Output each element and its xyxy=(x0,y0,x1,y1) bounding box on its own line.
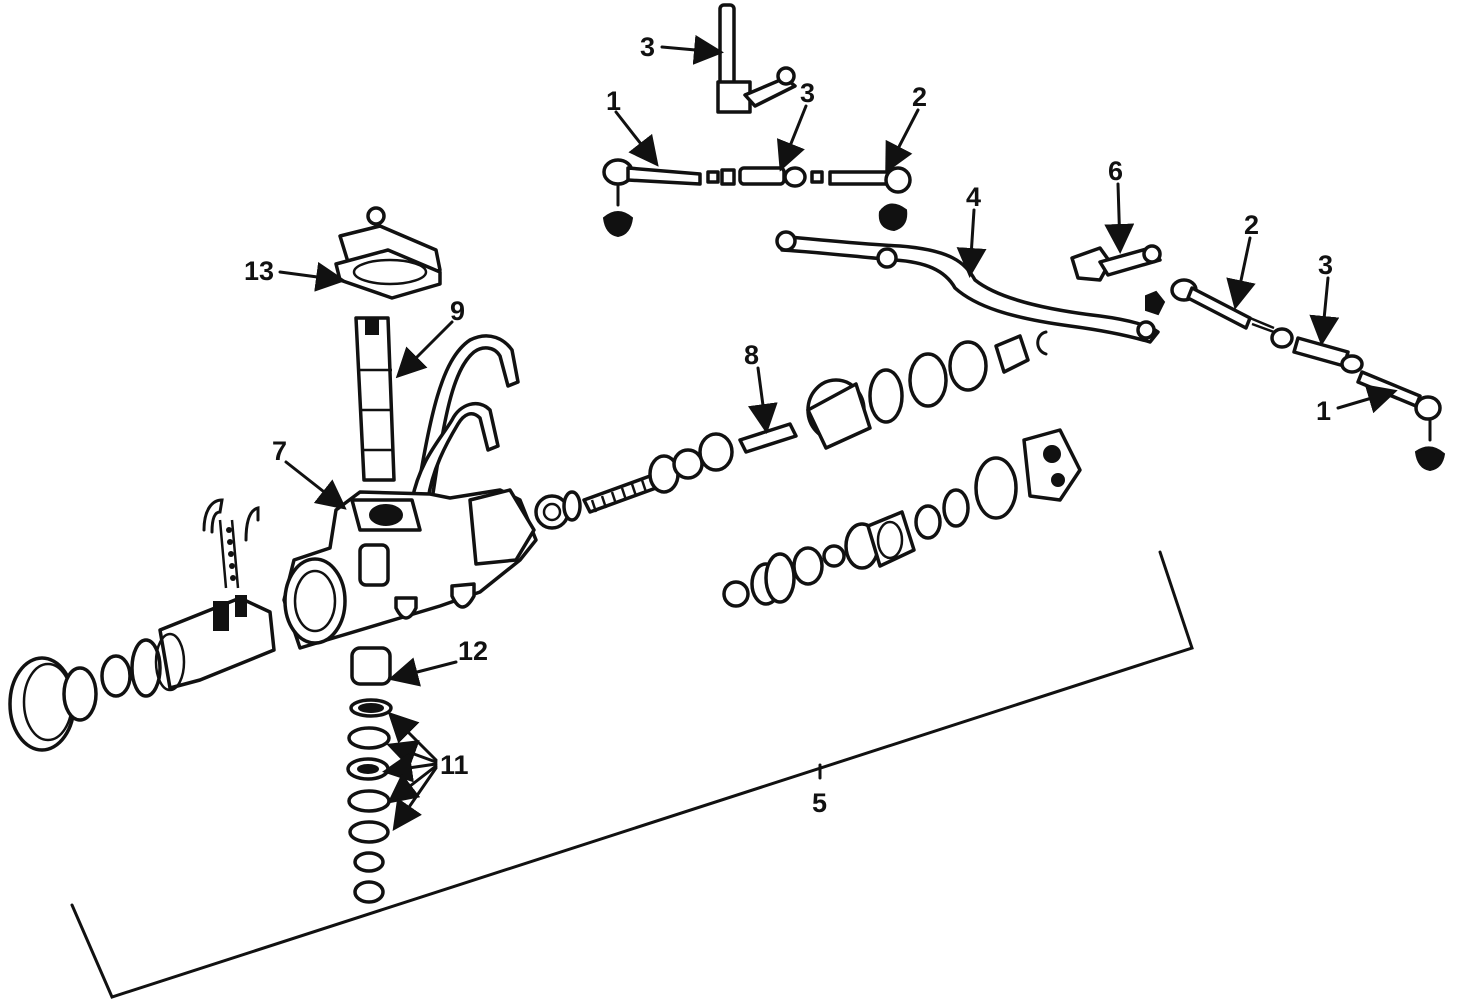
ball-return-guides xyxy=(202,498,260,589)
callout-5: 3 xyxy=(640,32,655,62)
idler-arm xyxy=(1070,244,1166,316)
callout-10: 9 xyxy=(450,296,465,326)
callout-12: 12 xyxy=(458,636,488,666)
right-tie-rod-assembly xyxy=(1170,278,1446,472)
callout-4: 4 xyxy=(966,182,981,212)
callout-2-right: 2 xyxy=(1244,210,1259,240)
assembly-bracket xyxy=(70,550,1194,999)
callout-13: 13 xyxy=(244,256,274,286)
side-cover-and-gasket xyxy=(334,206,442,300)
callout-8: 7 xyxy=(272,436,287,466)
sector-shaft-seals xyxy=(346,646,393,904)
pitman-arm xyxy=(716,3,797,114)
callout-labels: 3 1 3 2 4 6 2 3 1 13 9 7 8 12 11 5 xyxy=(244,32,1333,818)
worm-shaft-and-valve xyxy=(534,330,1048,530)
callout-1-right: 1 xyxy=(1316,396,1331,426)
center-link xyxy=(775,230,1160,344)
callout-3-right: 3 xyxy=(1318,250,1333,280)
callout-11: 11 xyxy=(440,750,469,780)
sector-shaft xyxy=(354,316,396,482)
pressure-and-return-hoses xyxy=(410,334,520,502)
callout-3-left: 3 xyxy=(800,78,815,108)
callout-2-left: 2 xyxy=(912,82,927,112)
valve-seals-and-adjuster xyxy=(722,428,1082,608)
callout-7: 5 xyxy=(812,788,827,818)
piston-and-end-cap xyxy=(8,595,276,752)
steering-gear-housing xyxy=(282,488,538,650)
callout-9: 8 xyxy=(744,340,759,370)
callout-1-left: 1 xyxy=(606,86,621,116)
callout-6: 6 xyxy=(1108,156,1123,186)
left-tie-rod-assembly xyxy=(602,158,912,238)
leader-lines xyxy=(278,34,1398,831)
